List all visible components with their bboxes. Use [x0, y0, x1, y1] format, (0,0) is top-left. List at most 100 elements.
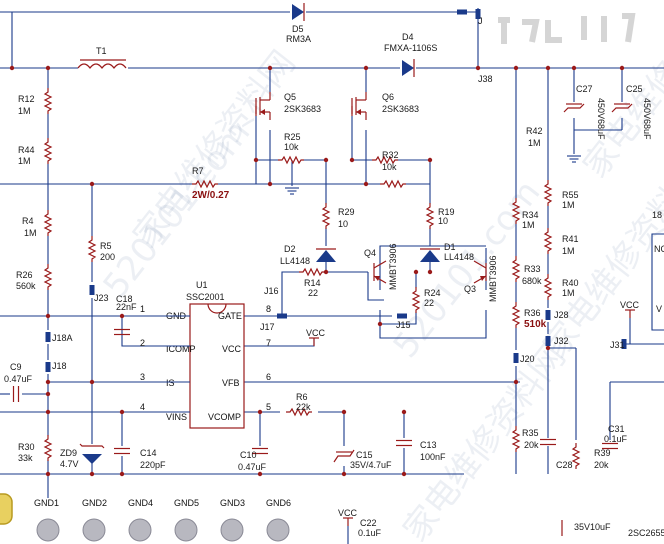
pin-num-3: 3 — [140, 372, 145, 382]
d4-ref: D4 — [402, 32, 414, 42]
r30-value: 33k — [18, 453, 33, 463]
r34-value: 1M — [522, 220, 535, 230]
r33-value: 680k — [522, 276, 542, 286]
pin-num-5: 5 — [266, 402, 271, 412]
mosfet-q6: Q6 2SK3683 — [351, 91, 419, 121]
pin-num-2: 2 — [140, 338, 145, 348]
resistor-r44: R44 1M — [18, 137, 52, 166]
r42-value: 1M — [528, 138, 541, 148]
gnd5-label: GND5 — [174, 498, 199, 508]
j32-label: J32 — [554, 336, 569, 346]
junctions — [9, 9, 625, 477]
r42-ref: R42 — [526, 126, 543, 136]
edge-v: V — [656, 304, 662, 314]
resistor-r14: R14 22 — [298, 268, 326, 298]
resistor-r5: R5 200 — [88, 235, 115, 263]
capacitor-c14: C14 220pF — [113, 447, 166, 470]
vcc-label-right: VCC — [620, 300, 640, 310]
q6-ref: Q6 — [382, 92, 394, 102]
r36-ref: R36 — [524, 308, 541, 318]
q3-value: MMBT3906 — [488, 255, 498, 302]
resistor-r36: R36 510k — [512, 301, 547, 330]
r19-value: 10 — [438, 216, 448, 226]
j15-label: J15 — [396, 320, 411, 330]
c31-value: 0.1uF — [604, 434, 628, 444]
r4-ref: R4 — [22, 216, 34, 226]
r14-value: 22 — [308, 288, 318, 298]
pin-is: IS — [166, 378, 175, 388]
q5-value: 2SK3683 — [284, 104, 321, 114]
r32-ref: R32 — [382, 150, 399, 160]
r29-value: 10 — [338, 219, 348, 229]
u1-name: SSC2001 — [186, 292, 225, 302]
c22-value: 0.1uF — [358, 528, 382, 538]
j18a-label: J18A — [52, 333, 73, 343]
vcc-label-ic: VCC — [306, 328, 326, 338]
c10-ref: C10 — [240, 450, 257, 460]
c28-ref: C28 — [556, 460, 573, 470]
r41-value: 1M — [562, 246, 575, 256]
r4-value: 1M — [24, 228, 37, 238]
c14-ref: C14 — [140, 448, 157, 458]
j-top-label: J — [478, 16, 483, 26]
resistor-r12: R12 1M — [18, 87, 52, 116]
edge-18: 18 — [652, 210, 662, 220]
r19-ref: R19 — [438, 207, 455, 217]
r39-value: 20k — [594, 460, 609, 470]
c25-ref: C25 — [626, 84, 643, 94]
d4-value: FMXA-1106S — [384, 43, 437, 53]
edge-nc: NC — [654, 244, 664, 254]
c15-ref: C15 — [356, 450, 373, 460]
resistor-r6: R6 22k — [285, 392, 313, 416]
diode-d5: D5 RM3A — [286, 3, 311, 44]
d5-value: RM3A — [286, 34, 311, 44]
d2-ref: D2 — [284, 244, 296, 254]
capacitor-c10: C10 0.47uF — [238, 447, 269, 472]
r25-value: 10k — [284, 142, 299, 152]
r24-value: 22 — [424, 298, 434, 308]
c18-value: 22nF — [116, 302, 137, 312]
capacitor-35v10uf: 35V10uF — [561, 520, 611, 536]
pin-vcc: VCC — [222, 344, 242, 354]
t1-ref: T1 — [96, 46, 107, 56]
c13-value: 100nF — [420, 452, 446, 462]
c13-ref: C13 — [420, 440, 437, 450]
r34-ref: R34 — [522, 210, 539, 220]
pin-gate: GATE — [218, 311, 242, 321]
pin-vcomp: VCOMP — [208, 412, 241, 422]
capacitor-c22: C22 0.1uF — [358, 518, 382, 538]
resistor-r33: R33 680k — [512, 255, 542, 286]
j23-label: J23 — [94, 293, 109, 303]
watermark-cn-2: 家电维修资料网 — [536, 153, 664, 365]
capacitor-c31: C31 0.1uF — [601, 424, 628, 450]
q6-value: 2SK3683 — [382, 104, 419, 114]
resistor-r4: R4 1M — [22, 209, 52, 238]
u1-ref: U1 — [196, 280, 208, 290]
top-right-fragment — [498, 13, 636, 44]
resistor-r42: R42 1M — [526, 126, 543, 148]
q3-ref: Q3 — [464, 284, 476, 294]
c27-value: 450V68uF — [596, 98, 606, 140]
resistor-r29: R29 10 — [322, 202, 355, 230]
mosfet-q5: Q5 2SK3683 — [255, 91, 321, 121]
pin-num-4: 4 — [140, 402, 145, 412]
r7-value: 2W/0.27 — [192, 190, 230, 201]
c9-value: 0.47uF — [4, 374, 33, 384]
resistor-r26: R26 560k — [16, 263, 52, 291]
r12-ref: R12 — [18, 94, 35, 104]
r5-ref: R5 — [100, 241, 112, 251]
transistor-q3: Q3 MMBT3906 — [464, 255, 498, 302]
q4-value: MMBT3906 — [388, 243, 398, 290]
pin-num-8: 8 — [266, 304, 271, 314]
r36-value: 510k — [524, 319, 547, 330]
resistor-r24: R24 22 — [412, 286, 441, 314]
r7-ref: R7 — [192, 166, 204, 176]
j38-label: J38 — [478, 74, 493, 84]
gnd3-label: GND3 — [220, 498, 245, 508]
gnd4-label: GND4 — [128, 498, 153, 508]
ic-u1: U1 SSC2001 GND ICOMP IS VINS GATE VCC VF… — [140, 280, 271, 429]
r33-ref: R33 — [524, 264, 541, 274]
d1-ref: D1 — [444, 242, 456, 252]
r5-value: 200 — [100, 252, 115, 262]
gnd1-label: GND1 — [34, 498, 59, 508]
